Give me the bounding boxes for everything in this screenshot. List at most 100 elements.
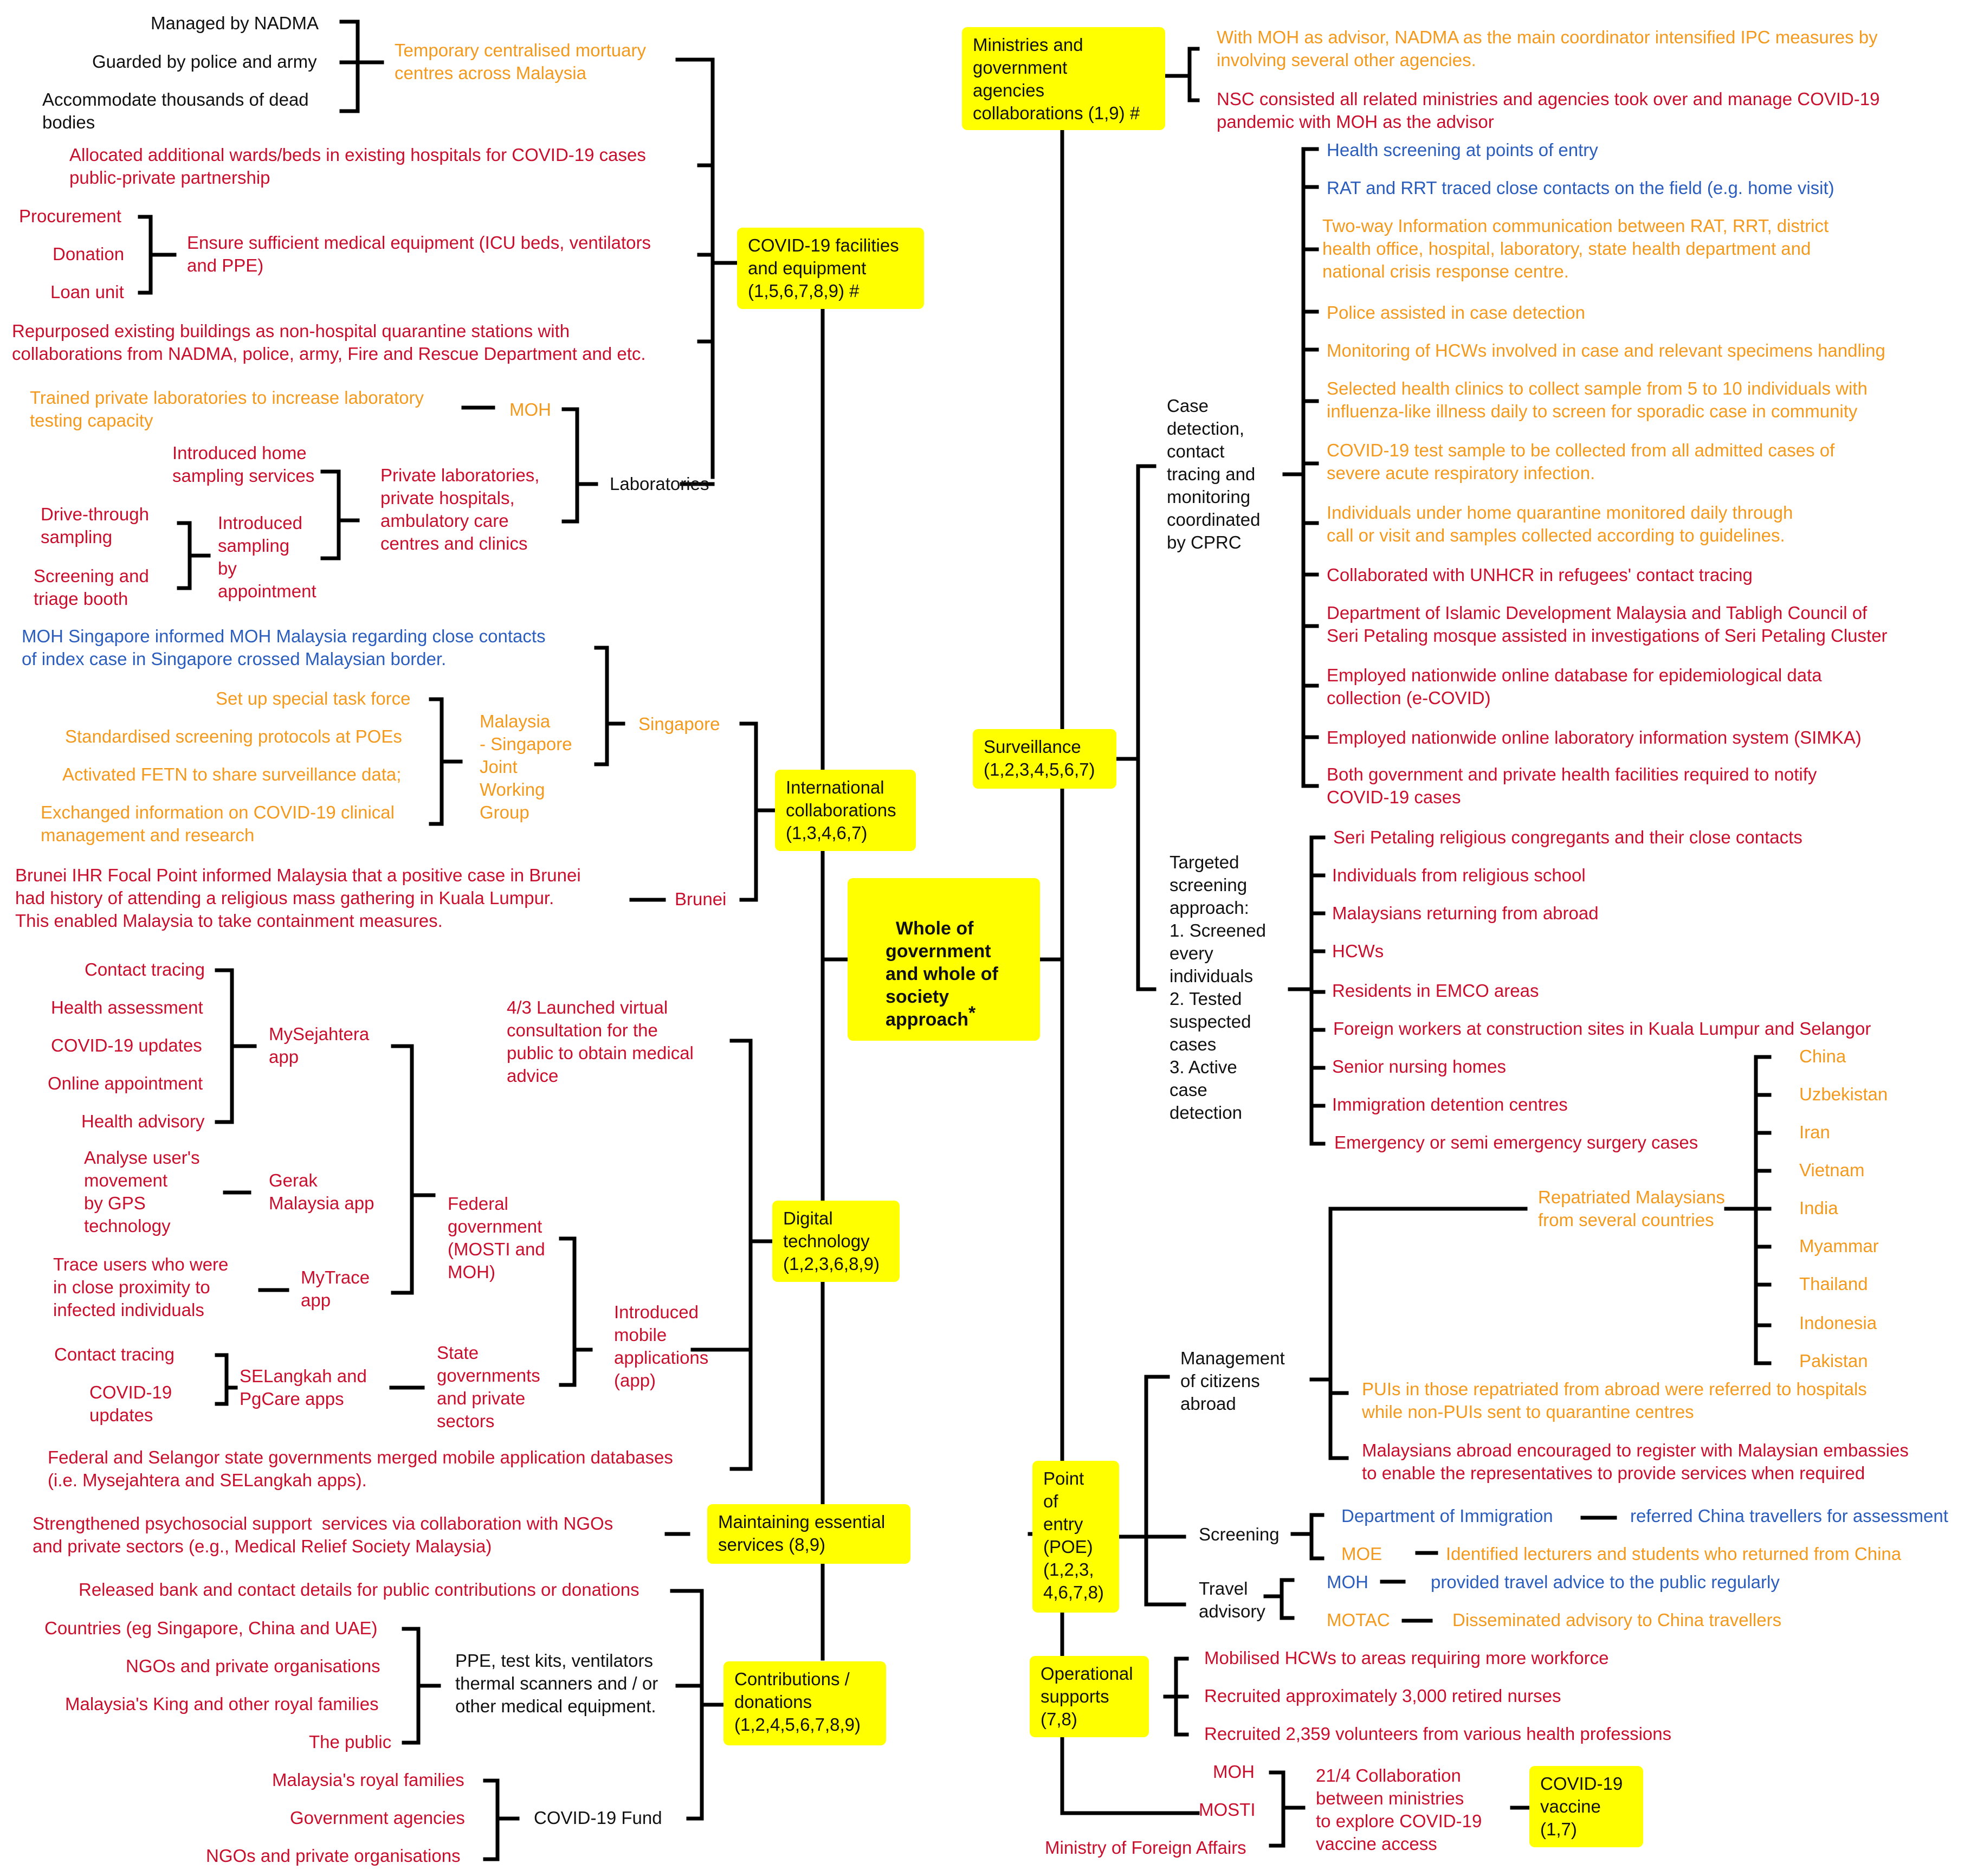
targeted-item: Foreign workers at construction sites in… <box>1333 1018 1871 1039</box>
labs-trained: Trained private laboratories to increase… <box>30 388 424 430</box>
federal-label: Federal government (MOSTI and MOH) <box>448 1194 545 1282</box>
bank-text: Released bank and contact details for pu… <box>79 1580 639 1600</box>
case-detection-label: Case detection, contact tracing and moni… <box>1167 396 1261 552</box>
sg-informed: MOH Singapore informed MOH Malaysia rega… <box>22 626 546 669</box>
hub-contributions-label: Contributions / donations (1,2,4,5,6,7,8… <box>734 1669 861 1735</box>
hub-poe: Point of entry (POE) (1,2,3, 4,6,7,8) <box>1032 1461 1119 1613</box>
screening-label: Screening <box>1199 1524 1280 1544</box>
targeted-item: Seri Petaling religious congregants and … <box>1333 827 1802 847</box>
targeted-item: Senior nursing homes <box>1332 1056 1507 1076</box>
labs-moh: MOH <box>509 399 551 420</box>
labs-screening: Screening and triage booth <box>34 566 149 609</box>
case-detection-item: Department of Islamic Development Malays… <box>1327 603 1888 646</box>
fund-item: NGOs and private organisations <box>206 1846 461 1866</box>
country-item: Iran <box>1799 1122 1830 1142</box>
citizens-label: Management of citizens abroad <box>1180 1348 1285 1414</box>
travel-moh: MOH <box>1327 1572 1368 1592</box>
equipment-label: Ensure sufficient medical equipment (ICU… <box>187 233 651 275</box>
mobile-label: Introduced mobile applications (app) <box>614 1302 709 1390</box>
labs-label: Laboratories <box>610 474 709 494</box>
travel-label: Travel advisory <box>1199 1578 1265 1621</box>
targeted-label: Targeted screening approach: 1. Screened… <box>1170 852 1266 1123</box>
brunei-label: Brunei <box>675 889 727 909</box>
screening-moe-action: Identified lecturers and students who re… <box>1446 1544 1902 1564</box>
country-item: Uzbekistan <box>1799 1084 1888 1104</box>
country-item: Thailand <box>1799 1274 1868 1294</box>
ppe-label: PPE, test kits, ventilators thermal scan… <box>455 1651 658 1716</box>
selangkah-label: SELangkah and PgCare apps <box>240 1366 367 1409</box>
case-detection-item: Both government and private health facil… <box>1327 764 1817 807</box>
mytrace-text: Trace users who were in close proximity … <box>53 1254 229 1320</box>
hub-digital: Digital technology (1,2,3,6,8,9) <box>772 1201 900 1282</box>
country-item: India <box>1799 1198 1838 1218</box>
hub-vaccine-label: COVID-19 vaccine (1,7) <box>1540 1774 1623 1839</box>
vaccine-collab: 21/4 Collaboration between ministries to… <box>1316 1765 1482 1854</box>
mysejahtera-item: Contact tracing <box>85 959 205 979</box>
center-box: Whole of government and whole of society… <box>848 878 1040 1041</box>
vaccine-agency: MOH <box>1213 1762 1255 1782</box>
country-item: Myammar <box>1799 1236 1879 1256</box>
state-label: State governments and private sectors <box>437 1343 540 1431</box>
targeted-item: Immigration detention centres <box>1332 1094 1568 1114</box>
merged-text: Federal and Selangor state governments m… <box>48 1447 673 1490</box>
fund-item: Government agencies <box>290 1808 465 1828</box>
hub-poe-label: Point of entry (POE) (1,2,3, 4,6,7,8) <box>1043 1468 1104 1602</box>
wards-text: Allocated additional wards/beds in exist… <box>69 145 646 188</box>
equipment-item: Loan unit <box>50 282 124 302</box>
ppe-item: Countries (eg Singapore, China and UAE) <box>44 1618 378 1638</box>
travel-motac-action: Disseminated advisory to China traveller… <box>1452 1610 1782 1630</box>
selangkah-item: COVID-19 updates <box>89 1382 172 1425</box>
jwg-item: Standardised screening protocols at POEs <box>65 726 402 746</box>
equipment-item: Procurement <box>19 206 121 226</box>
hub-operational: Operational supports (7,8) <box>1030 1656 1149 1737</box>
labs-drive: Drive-through sampling <box>41 504 149 547</box>
ppe-item: The public <box>309 1732 392 1752</box>
screening-immigration: Department of Immigration <box>1341 1506 1553 1526</box>
case-detection-item: Police assisted in case detection <box>1327 302 1585 323</box>
virtual-text: 4/3 Launched virtual consultation for th… <box>507 997 694 1086</box>
jwg-item: Set up special task force <box>216 688 411 708</box>
country-item: Pakistan <box>1799 1351 1868 1371</box>
vaccine-agency: MOSTI <box>1199 1800 1256 1820</box>
mysejahtera-label: MySejahtera app <box>269 1024 370 1067</box>
vaccine-agency: Ministry of Foreign Affairs <box>1045 1838 1246 1858</box>
mysejahtera-item: Health assessment <box>51 997 203 1017</box>
targeted-item: Malaysians returning from abroad <box>1332 903 1599 923</box>
ministries-item: NSC consisted all related ministries and… <box>1217 89 1880 132</box>
hub-covid-facilities-label: COVID-19 facilities and equipment (1,5,6… <box>748 235 899 301</box>
puis-text: PUIs in those repatriated from abroad we… <box>1362 1379 1867 1422</box>
hub-essential: Maintaining essential services (8,9) <box>707 1504 910 1564</box>
country-item: Indonesia <box>1799 1313 1877 1333</box>
gerak-label: Gerak Malaysia app <box>269 1170 374 1213</box>
travel-motac: MOTAC <box>1327 1610 1390 1630</box>
mortuary-item: Accommodate thousands of dead bodies <box>42 89 309 132</box>
hub-international-label: International collaborations (1,3,4,6,7) <box>786 777 896 843</box>
targeted-item: Emergency or semi emergency surgery case… <box>1334 1132 1698 1152</box>
mysejahtera-item: Health advisory <box>81 1111 205 1131</box>
case-detection-item: Monitoring of HCWs involved in case and … <box>1327 340 1885 360</box>
operational-item: Recruited 2,359 volunteers from various … <box>1204 1724 1672 1744</box>
ministries-item: With MOH as advisor, NADMA as the main c… <box>1217 27 1878 70</box>
country-item: China <box>1799 1046 1846 1066</box>
labs-appointment: Introduced sampling by appointment <box>218 513 316 601</box>
equipment-item: Donation <box>53 244 125 264</box>
gerak-text: Analyse user's movement by GPS technolog… <box>84 1147 200 1236</box>
country-item: Vietnam <box>1799 1160 1865 1180</box>
hub-international: International collaborations (1,3,4,6,7) <box>775 770 916 851</box>
jwg-item: Activated FETN to share surveillance dat… <box>62 764 402 784</box>
targeted-item: Individuals from religious school <box>1332 865 1586 885</box>
hub-operational-label: Operational supports (7,8) <box>1041 1664 1133 1729</box>
targeted-item: HCWs <box>1332 941 1384 961</box>
hub-vaccine: COVID-19 vaccine (1,7) <box>1529 1766 1643 1847</box>
hub-ministries: Ministries and government agencies colla… <box>962 27 1165 130</box>
hub-ministries-label: Ministries and government agencies colla… <box>973 35 1140 123</box>
hub-covid-facilities: COVID-19 facilities and equipment (1,5,6… <box>737 228 924 309</box>
operational-item: Recruited approximately 3,000 retired nu… <box>1204 1686 1561 1706</box>
psychosocial-text: Strengthened psychosocial support servic… <box>33 1513 613 1556</box>
repatriated-label: Repatriated Malaysians from several coun… <box>1538 1187 1725 1230</box>
operational-item: Mobilised HCWs to areas requiring more w… <box>1204 1648 1609 1668</box>
hub-contributions: Contributions / donations (1,2,4,5,6,7,8… <box>723 1661 886 1745</box>
screening-immigration-action: referred China travellers for assessment <box>1630 1506 1948 1526</box>
mysejahtera-item: COVID-19 updates <box>51 1035 202 1055</box>
mortuary-item: Managed by NADMA <box>151 13 319 33</box>
